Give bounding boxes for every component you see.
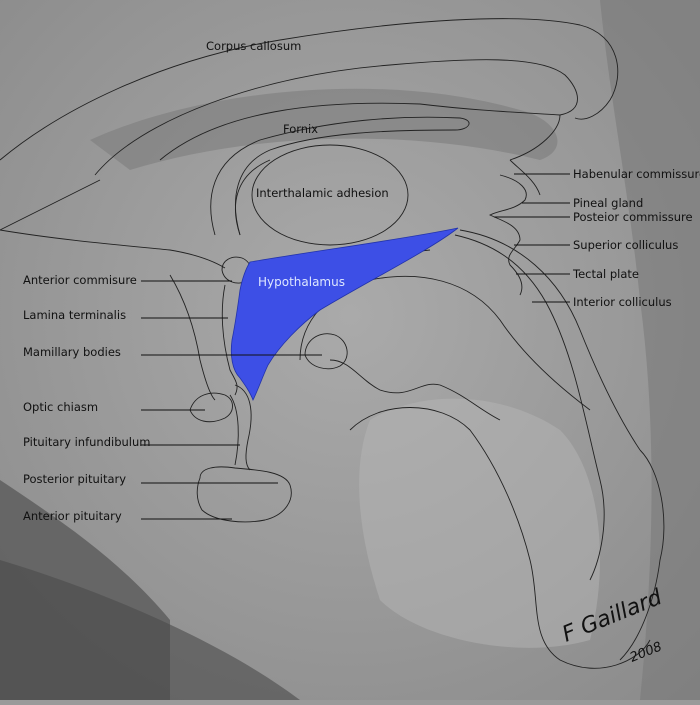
pituitary-infundibulum-label: Pituitary infundibulum	[23, 435, 151, 449]
hypothalamus-region	[230, 227, 459, 401]
lamina-terminalis-outline	[221, 284, 238, 396]
lamina-terminalis-label: Lamina terminalis	[23, 308, 126, 322]
optic-chiasm-label: Optic chiasm	[23, 400, 98, 414]
anterior-pituitary-label: Anterior pituitary	[23, 509, 122, 523]
third-ventricle-floor	[0, 229, 226, 269]
infundibulum-posterior-outline	[229, 394, 239, 466]
fornix-outline	[210, 116, 470, 236]
anterior-commisure-label: Anterior commisure	[23, 273, 137, 287]
corpus-callosum-inner-outline	[94, 59, 578, 176]
corpus-callosum-lower-arc	[0, 179, 101, 231]
fornix-body-outline	[235, 159, 271, 236]
corpus-callosum-label: Corpus callosum	[206, 39, 301, 53]
mamillary-bodies-label: Mamillary bodies	[23, 345, 121, 359]
tectum-outline	[488, 174, 527, 296]
interthalamic-adhesion-label: Interthalamic adhesion	[256, 186, 389, 200]
brainstem-outline	[454, 234, 605, 581]
inferior-colliculus-label: Interior colliculus	[573, 295, 672, 309]
ventricle-shade	[90, 88, 558, 170]
interthalamic-adhesion-outline	[251, 144, 409, 246]
pineal-gland-label: Pineal gland	[573, 196, 643, 210]
fornix-label: Fornix	[283, 122, 318, 136]
corpus-callosum-splenium	[509, 114, 561, 161]
tectal-plate-label: Tectal plate	[572, 267, 639, 281]
habenular-commissure-label: Habenular commissure	[573, 167, 700, 181]
cerebellum-shade	[600, 0, 700, 700]
optic-chiasm-outline	[189, 392, 233, 423]
superior-colliculus-label: Superior colliculus	[573, 238, 678, 252]
pons-shade	[359, 398, 600, 648]
medulla-outline	[619, 449, 665, 661]
brainstem-posterior-outline	[459, 229, 641, 451]
pineal-outline	[509, 159, 541, 196]
posterior-pituitary-label: Posterior pituitary	[23, 472, 126, 486]
infundibulum-outline	[234, 384, 252, 471]
pituitary-outline	[196, 466, 292, 523]
posterior-commissure-label: Posteior commissure	[573, 210, 693, 224]
mamillary-body-outline	[304, 333, 348, 370]
lateral-cortex-outline	[169, 274, 216, 401]
pons-outline	[329, 359, 501, 421]
pons-anterior-outline	[349, 407, 651, 669]
hypothalamus-label: Hypothalamus	[258, 275, 345, 289]
corpus-callosum-outer-outline	[0, 18, 619, 161]
dark-region-bottom	[0, 560, 300, 700]
